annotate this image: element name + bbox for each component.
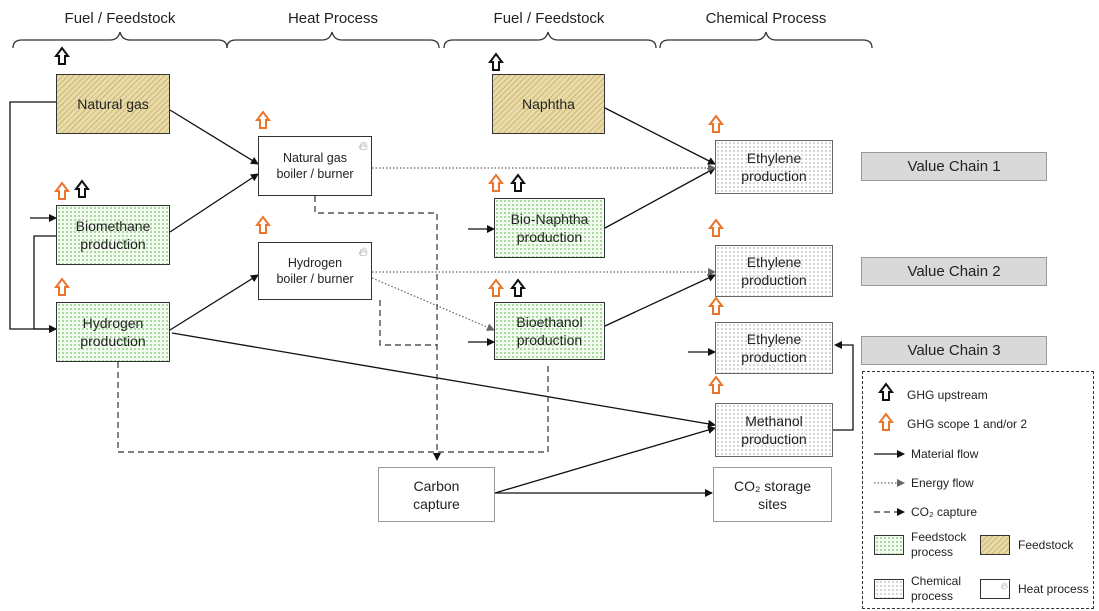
ghg-scope-ngboiler-icon [256,111,270,129]
legend-chemical-process-swatch [874,579,904,599]
legend-heat-process-swatch: 🔥︎ [980,579,1010,599]
ghg-scope-bioethanol-icon [489,279,503,297]
value-chain-1: Value Chain 1 [861,152,1047,181]
legend: GHG upstream GHG scope 1 and/or 2 Materi… [862,371,1094,609]
box-ethylene-production-3: Ethylene production [715,322,833,374]
flow-cc-to-methanol [494,426,716,494]
legend-co2-capture-label: CO₂ capture [911,505,978,519]
flame-icon: 🔥︎ [358,244,368,259]
box-bio-naphtha-production: Bio-Naphtha production [494,198,605,258]
ghg-upstream-natural-gas-icon [55,47,69,65]
flame-icon: 🔥︎ [358,138,368,153]
brace-chemical [659,31,873,49]
flow-biomethane-to-ngboiler [169,173,259,233]
ghg-upstream-bioethanol-icon [511,279,525,297]
header-chemical-process: Chemical Process [705,10,827,27]
flow-hydrogen-to-methanol [171,332,716,428]
legend-symbols [874,383,905,516]
box-natural-gas-boiler: Natural gas boiler / burner 🔥︎ [258,136,372,196]
legend-ghg-upstream-label: GHG upstream [907,388,988,402]
legend-chemical-process-label: Chemical process [911,574,962,603]
header-heat-process: Heat Process [287,10,379,27]
box-hydrogen-boiler-label: Hydrogen boiler / burner [276,256,354,286]
ghg-scope-hydrogen-icon [55,278,69,296]
header-fuel-feedstock-1: Fuel / Feedstock [64,10,176,27]
flow-bionaphtha-to-eth1 [604,167,716,229]
box-bioethanol-production: Bioethanol production [494,302,605,360]
legend-ghg-scope-label: GHG scope 1 and/or 2 [907,417,1028,431]
co2-ngboiler [314,196,441,461]
ghg-scope-eth2-icon [709,219,723,237]
flow-hydrogen-to-h2boiler [169,274,259,331]
flow-bioethanol-to-eth3 [604,274,716,327]
flow-naphtha-to-eth1 [604,107,716,165]
box-hydrogen-production: Hydrogen production [56,302,170,362]
ghg-scope-eth1-icon [709,115,723,133]
legend-feedstock-process-label: Feedstock process [911,530,967,559]
box-biomethane-production: Biomethane production [56,205,170,265]
header-fuel-feedstock-2: Fuel / Feedstock [493,10,605,27]
box-carbon-capture: Carbon capture [378,467,495,522]
flow-methanol-to-eth3 [833,341,854,431]
box-hydrogen-boiler: Hydrogen boiler / burner 🔥︎ [258,242,372,300]
co2-h2boiler [379,300,437,346]
box-ethylene-production-1: Ethylene production [715,140,833,194]
value-chain-2: Value Chain 2 [861,257,1047,286]
box-ethylene-production-2: Ethylene production [715,245,833,297]
brace-fuel-2 [443,31,657,49]
brace-heat [226,31,440,49]
legend-feedstock-process-swatch [874,535,904,555]
ghg-scope-bionaphtha-icon [489,174,503,192]
ghg-scope-h2boiler-icon [256,216,270,234]
flow-ng-to-ngboiler [169,109,259,165]
value-chain-3: Value Chain 3 [861,336,1047,365]
brace-fuel-1 [12,31,228,49]
box-naphtha: Naphtha [492,74,605,134]
ghg-scope-eth3-icon [709,297,723,315]
legend-feedstock-swatch [980,535,1010,555]
legend-heat-process-label: Heat process [1018,582,1089,596]
legend-feedstock-label: Feedstock [1018,538,1074,552]
ghg-upstream-bionaphtha-icon [511,174,525,192]
ghg-upstream-naphtha-icon [489,53,503,71]
box-natural-gas: Natural gas [56,74,170,134]
box-co2-storage-sites: CO₂ storage sites [713,467,832,522]
ghg-scope-methanol-icon [709,376,723,394]
energy-h2boiler-to-bioethanol [371,277,495,331]
ghg-upstream-biomethane-icon [75,180,89,198]
flow-ng-loop-to-hydrogen [9,101,57,333]
box-methanol-production: Methanol production [715,403,833,457]
flow-biomethane-loop-to-hydrogen [33,235,57,333]
flame-icon: 🔥︎ [1000,581,1008,592]
ghg-scope-biomethane-icon [55,182,69,200]
legend-energy-flow-label: Energy flow [911,476,974,490]
box-natural-gas-boiler-label: Natural gas boiler / burner [276,151,354,181]
co2-hydrogen-collector [117,362,549,453]
legend-material-flow-label: Material flow [911,447,979,461]
